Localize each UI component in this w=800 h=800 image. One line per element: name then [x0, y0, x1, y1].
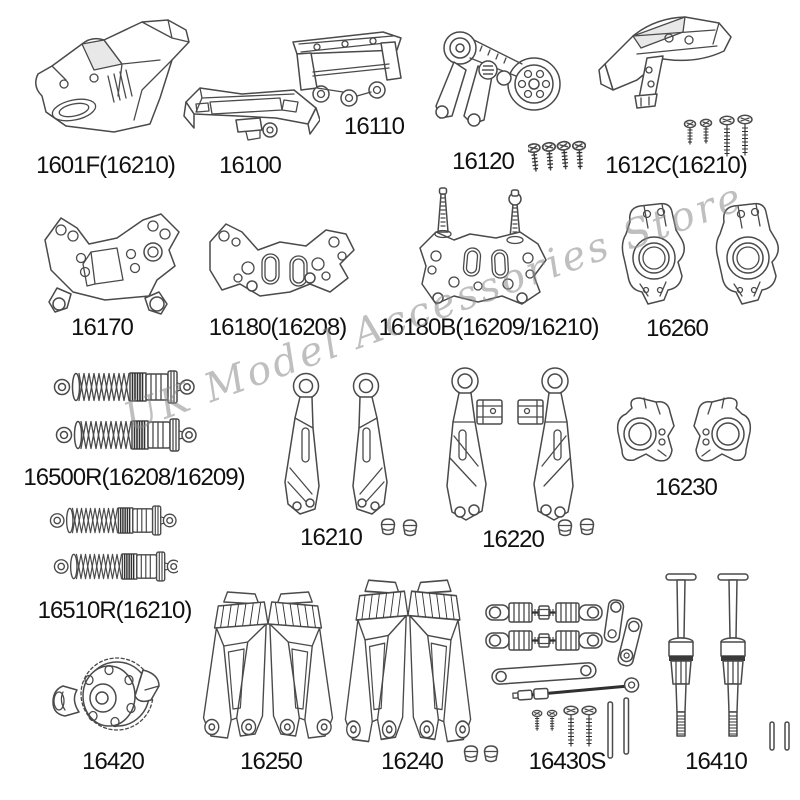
part-drawing-hub-carriers-16260	[621, 202, 779, 305]
part-drawing-drive-shafts-16410	[665, 573, 749, 737]
part-drawing-linkage-set-16430S	[484, 599, 643, 759]
part-drawing-shock-tower-16170	[44, 213, 180, 315]
part-drawing-wing-mount	[598, 16, 732, 109]
part-drawing-differential-16420	[52, 657, 160, 731]
part-label-16120: 16120	[452, 148, 515, 175]
part-drawing-wheelie-bar	[435, 31, 561, 127]
part-label-16510R: 16510R(16210)	[37, 597, 193, 624]
part-drawing-shocks-16510R	[49, 505, 178, 582]
part-drawing-knuckles-16230	[616, 397, 752, 462]
part-label-16110: 16110	[344, 113, 405, 140]
part-label-16170: 16170	[71, 314, 134, 341]
part-label-16240: 16240	[381, 748, 444, 775]
part-drawing-lower-arms-16240	[344, 579, 472, 743]
part-label-16420: 16420	[82, 748, 145, 775]
part-label-16230: 16230	[655, 474, 718, 501]
part-drawing-upper-arms-16210	[284, 372, 388, 515]
part-drawing-shock-tower-16180B	[419, 187, 547, 305]
part-label-1612C: 1612C(16210)	[605, 152, 747, 179]
screw-set-16120	[528, 140, 586, 173]
part-drawing-shocks-16500R	[53, 370, 197, 452]
ball-caps-16210	[380, 518, 418, 537]
part-label-16250: 16250	[240, 748, 303, 775]
part-label-16500R: 16500R(16208/16209)	[23, 464, 245, 491]
part-label-16260: 16260	[646, 315, 709, 342]
part-label-16100: 16100	[219, 152, 282, 179]
pins-16410	[769, 721, 790, 751]
part-drawing-front-bumper	[183, 87, 320, 141]
part-drawing-bumper-mount	[292, 31, 402, 107]
part-label-16180B: 16180B(16209/16210)	[378, 314, 600, 341]
part-drawing-lower-arms-16250	[202, 591, 334, 739]
part-drawing-shock-tower-16180	[209, 223, 355, 297]
part-label-16430S: 16430S	[528, 748, 607, 775]
part-drawing-upper-arms-16220	[446, 367, 574, 521]
part-label-16410: 16410	[685, 748, 748, 775]
part-label-16220: 16220	[482, 526, 545, 553]
part-label-16210: 16210	[300, 524, 363, 551]
part-label-1601F: 1601F(16210)	[36, 152, 176, 179]
part-drawing-body-shell	[35, 19, 190, 133]
part-label-16180: 16180(16208)	[208, 314, 347, 341]
